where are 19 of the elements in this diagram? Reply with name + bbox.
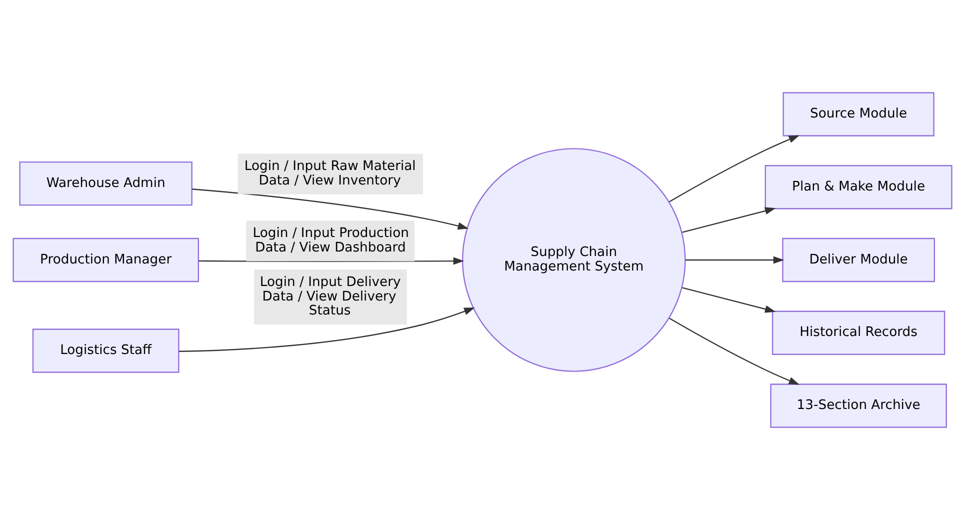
edge-label: Login / Input Delivery Data / View Delivery Status	[260, 275, 401, 319]
arrow	[682, 287, 776, 313]
edge-label: Login / Input Production Data / View Dashboard	[252, 226, 409, 256]
edge-label: Login / Input Raw Material Data / View Inventory	[244, 159, 416, 189]
arrow	[198, 257, 464, 265]
node-box: Plan & Make Module	[764, 165, 952, 210]
node-box: Historical Records	[772, 310, 946, 355]
arrow	[682, 207, 776, 233]
node-box: Logistics Staff	[32, 328, 180, 373]
arrow	[669, 318, 800, 385]
arrow	[685, 256, 784, 264]
node-box: 13-Section Archive	[770, 384, 947, 428]
node-box: Production Manager	[12, 238, 200, 282]
node-box: Warehouse Admin	[19, 161, 192, 206]
arrow	[669, 135, 800, 202]
arrow	[179, 308, 475, 352]
node-box: Deliver Module	[782, 238, 935, 282]
node-box: Source Module	[782, 92, 934, 136]
arrow	[192, 188, 469, 230]
